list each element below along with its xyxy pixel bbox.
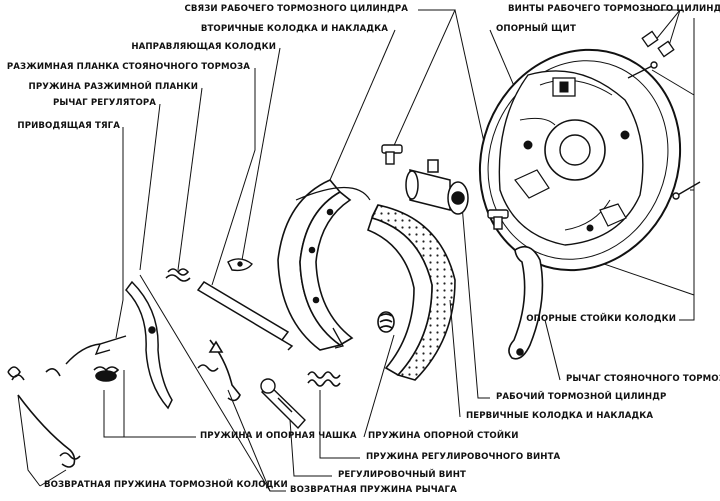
label-hold-down-spring: ПРУЖИНА ОПОРНОЙ СТОЙКИ (368, 431, 519, 441)
strut-spring (165, 268, 191, 282)
wheel-cylinder-links (381, 144, 509, 230)
actuating-link (65, 335, 127, 365)
adjuster-spring (307, 371, 341, 387)
adjuster-lever (125, 280, 173, 410)
wheel-cylinder-screws (641, 30, 675, 58)
label-secondary-shoe: ВТОРИЧНЫЕ КОЛОДКА И НАКЛАДКА (200, 24, 388, 34)
label-adjuster-spring: ПРУЖИНА РЕГУЛИРОВОЧНОГО ВИНТА (366, 452, 561, 462)
label-primary-shoe: ПЕРВИЧНЫЕ КОЛОДКА И НАКЛАДКА (466, 411, 654, 421)
label-wheel-cylinder-links: СВЯЗИ РАБОЧЕГО ТОРМОЗНОГО ЦИЛИНДРА (184, 4, 408, 14)
parking-strut (196, 281, 294, 351)
label-parking-strut: РАЗЖИМНАЯ ПЛАНКА СТОЯНОЧНОГО ТОРМОЗА (6, 62, 250, 72)
label-strut-spring: ПРУЖИНА РАЗЖИМНОЙ ПЛАНКИ (28, 82, 198, 92)
secondary-shoe (277, 179, 371, 351)
label-shoe-guide: НАПРАВЛЯЮЩАЯ КОЛОДКИ (131, 42, 276, 52)
label-wheel-cylinder: РАБОЧИЙ ТОРМОЗНОЙ ЦИЛИНДР (496, 392, 667, 402)
backing-plate (478, 48, 682, 272)
anchor-pins (627, 61, 701, 200)
label-wheel-cylinder-screws: ВИНТЫ РАБОЧЕГО ТОРМОЗНОГО ЦИЛИНДРА (508, 4, 720, 14)
shoe-guide (227, 258, 253, 272)
label-backing-plate: ОПОРНЫЙ ЩИТ (496, 24, 576, 34)
label-adjuster-lever: РЫЧАГ РЕГУЛЯТОРА (52, 98, 156, 108)
label-parking-lever: РЫЧАГ СТОЯНОЧНОГО ТОРМОЗА (566, 374, 720, 384)
label-actuating-link: ПРИВОДЯЩАЯ ТЯГА (17, 121, 120, 131)
leader-lines (17, 9, 695, 492)
primary-shoe (367, 204, 456, 381)
label-spring-and-cup: ПРУЖИНА И ОПОРНАЯ ЧАШКА (200, 431, 357, 441)
label-adjuster-screw: РЕГУЛИРОВОЧНЫЙ ВИНТ (338, 470, 466, 480)
wheel-cylinder (405, 159, 469, 215)
spring-and-cup (93, 311, 395, 382)
label-return-spring-shoe: ВОЗВРАТНАЯ ПРУЖИНА ТОРМОЗНОЙ КОЛОДКИ (44, 480, 288, 490)
label-return-spring-lever: ВОЗВРАТНАЯ ПРУЖИНА РЫЧАГА (290, 485, 457, 495)
adjuster-screw (260, 378, 306, 430)
return-spring-lever (197, 339, 241, 402)
return-spring-shoe (7, 366, 81, 468)
label-anchor-pins: ОПОРНЫЕ СТОЙКИ КОЛОДКИ (526, 314, 676, 324)
parking-lever (508, 245, 544, 360)
